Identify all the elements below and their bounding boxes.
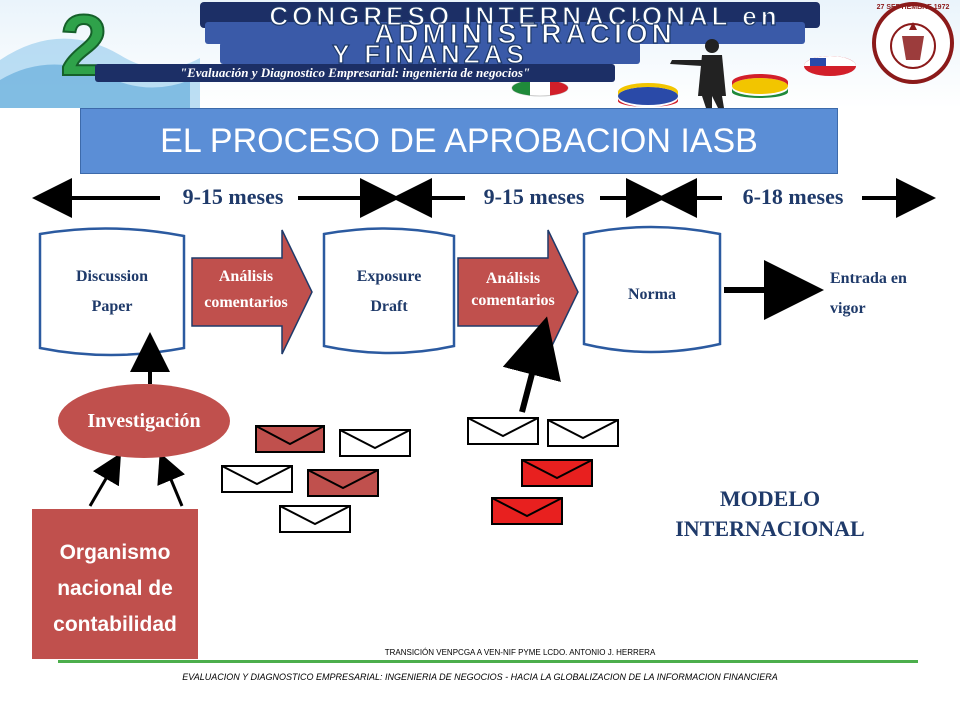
investigacion-ellipse: Investigación: [58, 384, 230, 458]
arrow-label-line: Análisis: [218, 268, 274, 285]
arrow-label-line: Análisis: [485, 270, 541, 287]
envelope-icon: [467, 417, 539, 445]
document-label-line: Draft: [370, 298, 408, 315]
banner-subtitle: "Evaluación y Diagnostico Empresarial: i…: [95, 64, 615, 82]
flag-mexico-icon: [511, 79, 569, 97]
envelope-icon: [221, 465, 293, 493]
banner-title-line-2: ADMINISTRACIÓN: [374, 18, 676, 49]
flag-chile-icon: [804, 56, 856, 76]
banner-title-line-3: Y FINANZAS: [332, 39, 528, 69]
slide-title: EL PROCESO DE APROBACION IASB: [80, 108, 838, 174]
duration-label-3: 6-18 meses: [742, 184, 844, 209]
organismo-to-investigacion-arrow-right: [157, 452, 186, 507]
document-label-line: Discussion: [75, 268, 149, 285]
envelope-icon: [307, 469, 379, 497]
analysis-arrow-2-label: Análisis comentarios: [456, 268, 570, 312]
entrada-label-line: vigor: [830, 300, 866, 317]
entrada-label-line: Entrada en: [830, 270, 907, 287]
analysis-arrow-1-label: Análisis comentarios: [190, 264, 302, 316]
banner-title-plate-1: [200, 2, 820, 28]
document-discussion-paper-shape: [38, 227, 186, 357]
banner-title-plate-2: [205, 22, 805, 44]
seal-date-text: 27 SEPTIEMBRE 1972: [876, 4, 950, 11]
banner-title-line-1: CONGRESO INTERNACIONAL en: [269, 1, 781, 31]
document-exposure-draft-label: Exposure Draft: [324, 262, 454, 322]
envelope-icon: [547, 419, 619, 447]
organismo-line: contabilidad: [53, 613, 177, 636]
modelo-line: MODELO: [719, 486, 821, 511]
entrada-en-vigor-label: Entrada en vigor: [830, 264, 950, 324]
arrow-label-line: comentarios: [471, 292, 555, 309]
water-wave-decoration: [0, 64, 190, 108]
organismo-line: Organismo: [59, 541, 171, 564]
envelope-icon: [339, 429, 411, 457]
document-norma-label: Norma: [628, 286, 676, 303]
businessman-figure-icon: [670, 39, 726, 108]
footer-divider: [58, 660, 918, 663]
seal-emblem-icon: [890, 22, 936, 69]
organismo-line: nacional de: [57, 577, 173, 600]
document-discussion-paper-label: Discussion Paper: [40, 262, 184, 322]
duration-label-2: 9-15 meses: [483, 184, 585, 209]
banner-art: 2: [0, 0, 856, 108]
duration-label-1: 9-15 meses: [182, 184, 284, 209]
envelope-icon: [491, 497, 563, 525]
header-banner: 2 C: [0, 0, 960, 108]
envelope-icon: [279, 505, 351, 533]
comments-to-analysis-arrow: [502, 316, 561, 413]
envelope-icon: [255, 425, 325, 453]
banner-title-plate-3: [220, 42, 640, 64]
organismo-nacional-box: Organismo nacional de contabilidad: [32, 509, 198, 659]
arrow-label-line: comentarios: [204, 294, 288, 311]
flag-bolivia-icon: [732, 74, 788, 98]
modelo-internacional-label: MODELO INTERNACIONAL: [620, 484, 920, 544]
footer-event-line: EVALUACION Y DIAGNOSTICO EMPRESARIAL: IN…: [182, 672, 778, 682]
analysis-arrow-1-shape: [191, 229, 313, 355]
college-seal-logo: [872, 2, 954, 84]
envelope-icon: [521, 459, 593, 487]
document-exposure-draft-shape: [322, 227, 456, 355]
document-label-line: Exposure: [356, 268, 422, 285]
footer-author-line: TRANSICIÓN VENPCGA A VEN-NIF PYME LCDO. …: [384, 648, 656, 657]
document-label-line: Paper: [91, 298, 133, 315]
flag-venezuela-icon: [618, 83, 678, 107]
document-norma-shape: [582, 225, 722, 354]
modelo-line: INTERNACIONAL: [675, 516, 865, 541]
organismo-to-investigacion-arrow-left: [88, 452, 122, 507]
